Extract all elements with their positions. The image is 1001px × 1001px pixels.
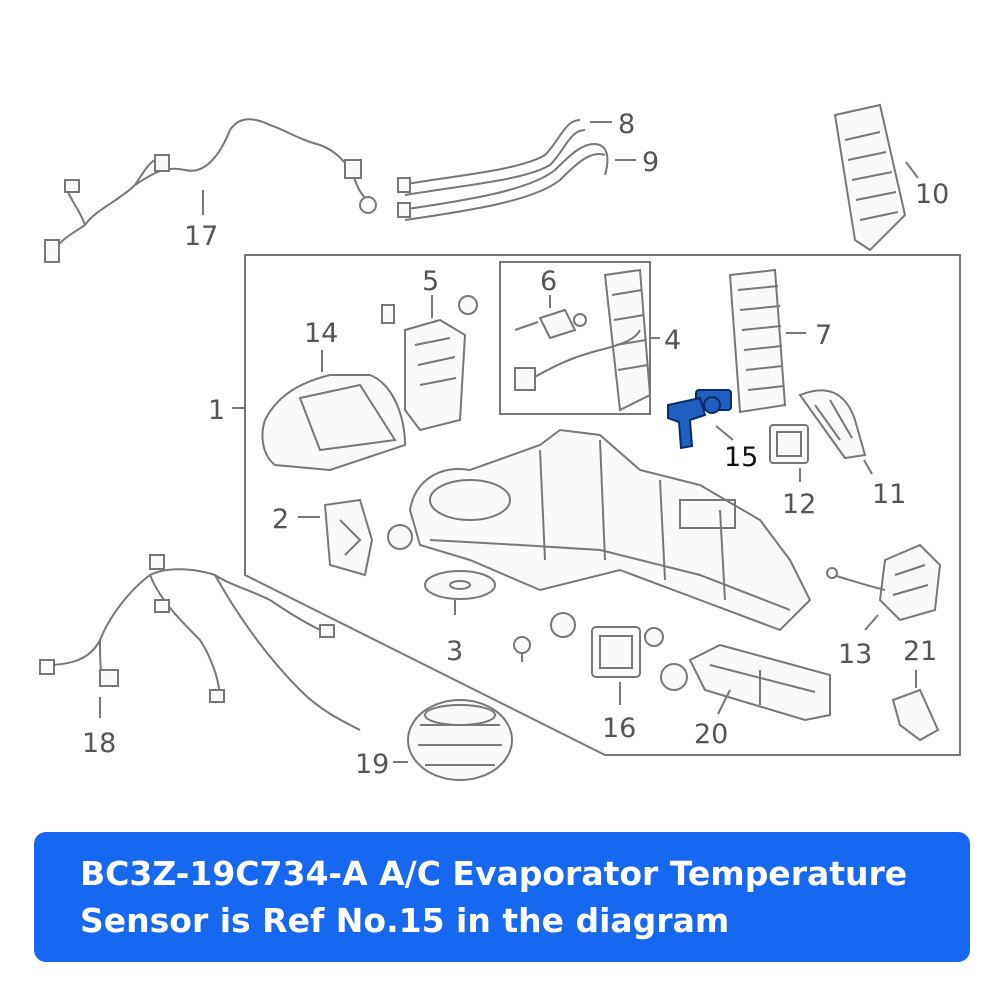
wire-harness-icon — [44, 118, 377, 263]
control-module-icon — [591, 626, 688, 691]
callout-8: 8 — [618, 109, 635, 140]
parts-diagram: 17 8 9 10 14 5 — [39, 103, 961, 781]
callout-13: 13 — [838, 639, 872, 670]
callout-9: 9 — [642, 147, 659, 178]
callout-12: 12 — [782, 489, 816, 520]
floor-duct-icon — [688, 643, 831, 722]
evaporator-icon — [261, 374, 407, 472]
callout-17: 17 — [184, 221, 218, 252]
mode-actuator-icon — [826, 543, 942, 622]
caption-banner: BC3Z-19C734-A A/C Evaporator Temperature… — [34, 832, 970, 962]
caption-line-1: BC3Z-19C734-A A/C Evaporator Temperature — [80, 854, 908, 893]
callout-18: 18 — [82, 728, 116, 759]
callout-3: 3 — [446, 636, 463, 667]
leader-15 — [715, 425, 734, 441]
callout-16: 16 — [602, 713, 636, 744]
leader-20 — [717, 689, 731, 715]
callout-11: 11 — [872, 479, 906, 510]
air-duct-icon — [798, 389, 867, 460]
screw-icon — [513, 612, 576, 662]
wire-harness-lower-icon — [39, 554, 361, 731]
callout-2: 2 — [272, 504, 289, 535]
callout-1: 1 — [208, 395, 225, 426]
callout-7: 7 — [815, 320, 832, 351]
evaporator-core-icon — [514, 268, 652, 412]
hvac-case-icon — [408, 428, 812, 632]
caption-line-2: Sensor is Ref No.15 in the diagram — [80, 901, 730, 940]
actuator-icon — [381, 295, 478, 432]
temperature-sensor-icon — [667, 389, 732, 450]
leader-10 — [905, 161, 919, 179]
callout-20: 20 — [694, 719, 728, 750]
callout-5: 5 — [422, 266, 439, 297]
leader-11 — [863, 459, 873, 475]
seal-icon — [424, 570, 496, 600]
callout-21: 21 — [903, 636, 937, 667]
heater-core-icon — [833, 103, 907, 252]
callout-14: 14 — [304, 318, 338, 349]
assembly-outline — [244, 254, 961, 756]
callout-15: 15 — [724, 442, 758, 473]
callout-19: 19 — [355, 749, 389, 780]
ac-hose-icon — [397, 119, 609, 221]
callout-6: 6 — [540, 266, 557, 297]
leader-13 — [864, 614, 879, 631]
callout-10: 10 — [915, 179, 949, 210]
cabin-filter-icon — [728, 268, 787, 414]
blower-motor-icon — [407, 699, 513, 781]
door-link-icon — [769, 424, 809, 464]
blend-door-icon — [323, 498, 413, 577]
bracket-icon — [891, 688, 940, 742]
callout-4: 4 — [664, 325, 681, 356]
